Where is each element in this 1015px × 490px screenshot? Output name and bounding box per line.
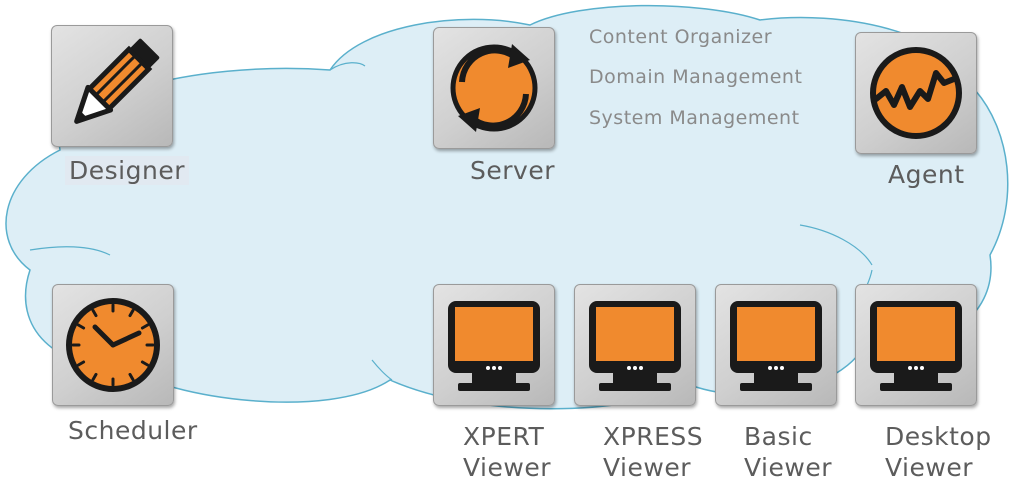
feature-domain-management: Domain Management bbox=[589, 66, 803, 88]
basic-viewer-label: Basic Viewer bbox=[744, 421, 832, 483]
pulse-wave-icon bbox=[870, 47, 962, 139]
xpress-viewer-label: XPRESS Viewer bbox=[603, 421, 703, 483]
server-tile[interactable] bbox=[433, 27, 555, 149]
monitor-icon bbox=[589, 301, 681, 391]
agent-label: Agent bbox=[888, 160, 965, 189]
server-label: Server bbox=[470, 156, 555, 185]
monitor-icon bbox=[870, 301, 962, 391]
viewer-label-line2: Viewer bbox=[885, 453, 973, 482]
feature-system-management: System Management bbox=[589, 107, 800, 129]
desktop-viewer-label: Desktop Viewer bbox=[885, 421, 992, 483]
viewer-label-line1: Basic bbox=[744, 422, 813, 451]
desktop-viewer-tile[interactable] bbox=[855, 284, 977, 406]
basic-viewer-tile[interactable] bbox=[715, 284, 837, 406]
clock-icon bbox=[66, 298, 160, 392]
viewer-label-line2: Viewer bbox=[744, 453, 832, 482]
agent-tile[interactable] bbox=[855, 32, 977, 154]
viewer-label-line1: XPRESS bbox=[603, 422, 704, 451]
viewer-label-line1: Desktop bbox=[885, 422, 992, 451]
designer-tile[interactable] bbox=[51, 25, 173, 147]
monitor-icon bbox=[730, 301, 822, 391]
viewer-label-line2: Viewer bbox=[603, 453, 691, 482]
viewer-label-line2: Viewer bbox=[463, 453, 551, 482]
xpert-viewer-label: XPERT Viewer bbox=[463, 421, 551, 483]
xpert-viewer-tile[interactable] bbox=[433, 284, 555, 406]
scheduler-label: Scheduler bbox=[68, 416, 198, 445]
pencil-icon bbox=[74, 38, 160, 124]
sync-arrows-icon bbox=[450, 44, 538, 132]
monitor-icon bbox=[448, 301, 540, 391]
designer-label: Designer bbox=[65, 156, 189, 185]
viewer-label-line1: XPERT bbox=[463, 422, 545, 451]
feature-content-organizer: Content Organizer bbox=[589, 26, 773, 48]
xpress-viewer-tile[interactable] bbox=[574, 284, 696, 406]
scheduler-tile[interactable] bbox=[52, 284, 174, 406]
